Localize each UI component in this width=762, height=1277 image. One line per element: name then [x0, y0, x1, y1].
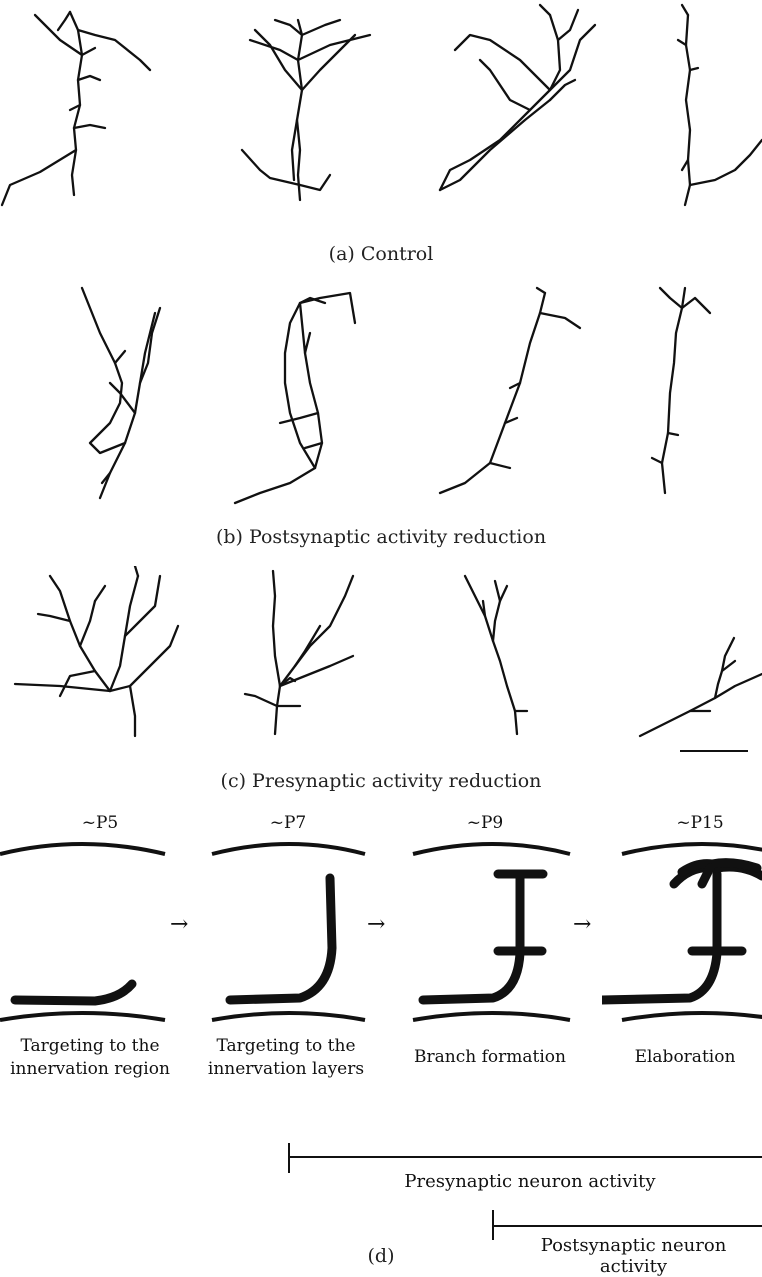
- stage-caption-p7-line1: Targeting to the: [196, 1035, 376, 1058]
- stage-age-p9: ~P9: [455, 813, 515, 833]
- stage-caption-p5: Targeting to the innervation region: [0, 1035, 180, 1081]
- stage-diagram-p15: [602, 838, 762, 1033]
- panel-b-postsynaptic-reduction: (b) Postsynaptic activity reduction: [0, 283, 762, 553]
- stage-age-p15: ~P15: [665, 813, 735, 833]
- stage-diagram-p9: [398, 838, 578, 1033]
- stage-caption-p7-line2: innervation layers: [196, 1058, 376, 1081]
- panel-c-presynaptic-reduction: (c) Presynaptic activity reduction: [0, 566, 762, 796]
- progression-arrow-2: →: [367, 912, 385, 937]
- postsynaptic-neuron-trace-1: [70, 283, 180, 503]
- presynaptic-neuron-trace-3: [455, 566, 555, 741]
- stage-caption-p9-line1: Branch formation: [400, 1046, 580, 1069]
- stage-caption-p5-line1: Targeting to the: [0, 1035, 180, 1058]
- presynaptic-neuron-trace-2: [235, 566, 375, 741]
- panel-d-caption-visible: (d): [0, 1245, 762, 1267]
- stage-caption-p15-line1: Elaboration: [620, 1046, 750, 1069]
- stage-diagram-p5: [0, 838, 180, 1033]
- control-neuron-trace-2: [230, 0, 390, 220]
- panel-c-caption: (c) Presynaptic activity reduction: [0, 770, 762, 792]
- postsynaptic-activity-bracket-line: [492, 1225, 762, 1227]
- panel-b-caption: (b) Postsynaptic activity reduction: [0, 526, 762, 548]
- progression-arrow-3: →: [573, 912, 591, 937]
- panel-d-developmental-schematic: ~P5 ~P7 ~P9 ~P15 → → → Targeting to the …: [0, 808, 762, 1270]
- postsynaptic-neuron-trace-4: [640, 283, 740, 503]
- presynaptic-neuron-trace-1: [10, 566, 190, 741]
- stage-diagram-p7: [200, 838, 380, 1033]
- panel-a-control: (a) Control: [0, 0, 762, 270]
- scale-bar: [680, 750, 748, 752]
- presynaptic-neuron-trace-4: [630, 566, 762, 741]
- control-neuron-trace-4: [640, 0, 762, 220]
- postsynaptic-neuron-trace-3: [435, 283, 585, 503]
- presynaptic-activity-bracket-line: [288, 1156, 762, 1158]
- presynaptic-activity-label: Presynaptic neuron activity: [380, 1171, 680, 1192]
- stage-caption-p15: Elaboration: [620, 1046, 750, 1069]
- postsynaptic-neuron-trace-2: [230, 283, 360, 508]
- control-neuron-trace-3: [430, 0, 610, 220]
- stage-caption-p5-line2: innervation region: [0, 1058, 180, 1081]
- stage-caption-p9: Branch formation: [400, 1046, 580, 1069]
- stage-age-p7: ~P7: [258, 813, 318, 833]
- panel-a-caption: (a) Control: [0, 243, 762, 265]
- stage-age-p5: ~P5: [70, 813, 130, 833]
- presynaptic-activity-bracket-tick: [288, 1143, 290, 1173]
- control-neuron-trace-1: [0, 0, 170, 220]
- progression-arrow-1: →: [170, 912, 188, 937]
- stage-caption-p7: Targeting to the innervation layers: [196, 1035, 376, 1081]
